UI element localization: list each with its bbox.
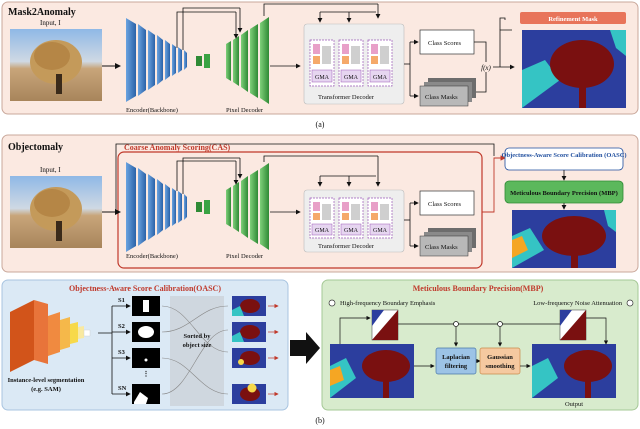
junction-dot: [497, 321, 503, 327]
mbp-box: Meticulous Boundary Precision (MBP): [504, 180, 624, 204]
gma-block: GMA: [309, 39, 335, 87]
panel-a: Mask2Anomaly Input, I: [1, 1, 639, 129]
mbp-input-heatmap: [330, 344, 414, 398]
laplacian-box: Laplacian filtering: [435, 347, 477, 375]
gma-label: GMA: [315, 75, 330, 81]
oasc-panel-title: Objectness-Aware Score Calibration(OASC): [69, 284, 221, 293]
junction-dot: [453, 321, 459, 327]
mbp-box-line: Meticulous Boundary Precision (MBP): [510, 190, 618, 197]
sorted-label-line1: Sorted by: [184, 333, 212, 340]
mbp-output-label: Output: [565, 401, 583, 408]
panel-a-class-masks-label: Class Masks: [425, 94, 458, 101]
s-label: SN: [118, 385, 127, 392]
panel-a-encoder: [126, 18, 210, 102]
panel-b-input-label: Input, I: [40, 166, 61, 174]
gma-label: GMA: [344, 228, 359, 234]
panel-a-input-image: [10, 29, 102, 101]
gma-label: GMA: [315, 228, 330, 234]
panel-b-skip-connections: [115, 143, 495, 212]
panel-a-skip-connections: [176, 3, 381, 50]
sam-stack: [10, 300, 91, 372]
panel-b-encoder: [126, 162, 210, 252]
panel-a-function: f(x): [481, 64, 491, 72]
high-freq-label: High-frequency Boundary Emphasis: [340, 300, 436, 307]
panel-a-input-label: Input, I: [40, 19, 61, 27]
gma-block: GMA: [367, 197, 393, 239]
gma-block: GMA: [309, 197, 335, 239]
gma-label: GMA: [373, 75, 388, 81]
panel-a-pixel-decoder-label: Pixel Decoder: [226, 107, 264, 114]
gma-block: GMA: [367, 39, 393, 87]
sam-label-line2: (e.g. SAM): [31, 386, 61, 393]
panel-b: Objectomaly Coarse Anomaly Scoring(CAS) …: [1, 134, 639, 273]
oasc-box-line: Objectness-Aware Score Calibration (OASC…: [501, 152, 626, 159]
gma-label: GMA: [344, 75, 359, 81]
mbp-panel-title: Meticulous Boundary Precision(MBP): [413, 284, 544, 293]
oasc-box: Objectness-Aware Score Calibration (OASC…: [501, 147, 627, 171]
mbp-panel: Meticulous Boundary Precision(MBP) High-…: [321, 279, 639, 411]
gma-label: GMA: [373, 228, 388, 234]
gaussian-line2: smoothing: [486, 363, 516, 370]
sorted-heatmaps: [232, 296, 266, 404]
refinement-mask-box: [520, 12, 626, 24]
s-label: S1: [118, 297, 125, 304]
panel-a-class-scores-label: Class Scores: [428, 40, 462, 47]
refinement-mask-label: Refinement Mask: [548, 16, 598, 23]
panel-a-class-masks: Class Masks: [419, 78, 476, 107]
panel-b-pixel-decoder-label: Pixel Decoder: [226, 253, 264, 260]
panel-b-output-heatmap: [512, 210, 616, 268]
panel-a-title: Mask2Anomaly: [8, 7, 76, 18]
low-freq-label: Low-frequency Noise Attenuation: [533, 300, 623, 307]
sorted-label-line2: object size: [183, 342, 212, 349]
mbp-zoom-right: [559, 309, 587, 341]
mbp-zoom-left: [371, 309, 399, 341]
mbp-output-heatmap: [532, 344, 616, 398]
panel-b-title: Objectomaly: [8, 142, 63, 153]
caption-b: (b): [315, 416, 325, 425]
panel-a-encoder-label: Encoder(Backbone): [126, 107, 178, 114]
panel-b-pixel-decoder: [226, 163, 269, 250]
sam-label-line1: Instance-level segmentation: [8, 377, 85, 384]
ellipsis: ⋮: [143, 370, 150, 378]
panel-b-class-scores-label: Class Scores: [428, 201, 462, 208]
low-freq-bullet: [626, 299, 634, 307]
segmentation-masks: ⋮: [132, 296, 160, 404]
panel-b-class-scores: [419, 190, 475, 216]
s-label: S2: [118, 323, 125, 330]
panel-b-class-masks: Class Masks: [419, 228, 476, 257]
gaussian-box: Gaussian smoothing: [479, 347, 521, 375]
gaussian-line1: Gaussian: [487, 354, 513, 361]
panel-a-output-heatmap: [522, 30, 626, 108]
panel-a-pixel-decoder: [226, 17, 269, 104]
panel-b-transformer-decoder: GMA GMA GMA Transformer Decoder: [303, 189, 405, 253]
sorting-region: Sorted by object size: [161, 296, 229, 406]
big-arrow: [290, 332, 320, 364]
panel-b-transformer-label: Transformer Decoder: [318, 243, 375, 250]
caption-a: (a): [316, 120, 325, 129]
laplacian-line1: Laplacian: [442, 354, 470, 361]
gma-block: GMA: [338, 197, 364, 239]
oasc-panel: Objectness-Aware Score Calibration(OASC)…: [1, 279, 289, 411]
panel-a-transformer-label: Transformer Decoder: [318, 94, 375, 101]
s-label: S3: [118, 349, 126, 356]
laplacian-line2: filtering: [445, 363, 468, 370]
panel-b-class-masks-label: Class Masks: [425, 244, 458, 251]
panel-b-encoder-label: Encoder(Backbone): [126, 253, 178, 260]
gma-block: GMA: [338, 39, 364, 87]
high-freq-bullet: [328, 299, 336, 307]
cas-title: Coarse Anomaly Scoring(CAS): [124, 143, 231, 152]
sorted-arrows: [268, 303, 279, 397]
panel-b-input-image: [10, 176, 102, 248]
panel-a-transformer-decoder: GMA GMA GMA Transformer Decoder: [303, 23, 405, 105]
